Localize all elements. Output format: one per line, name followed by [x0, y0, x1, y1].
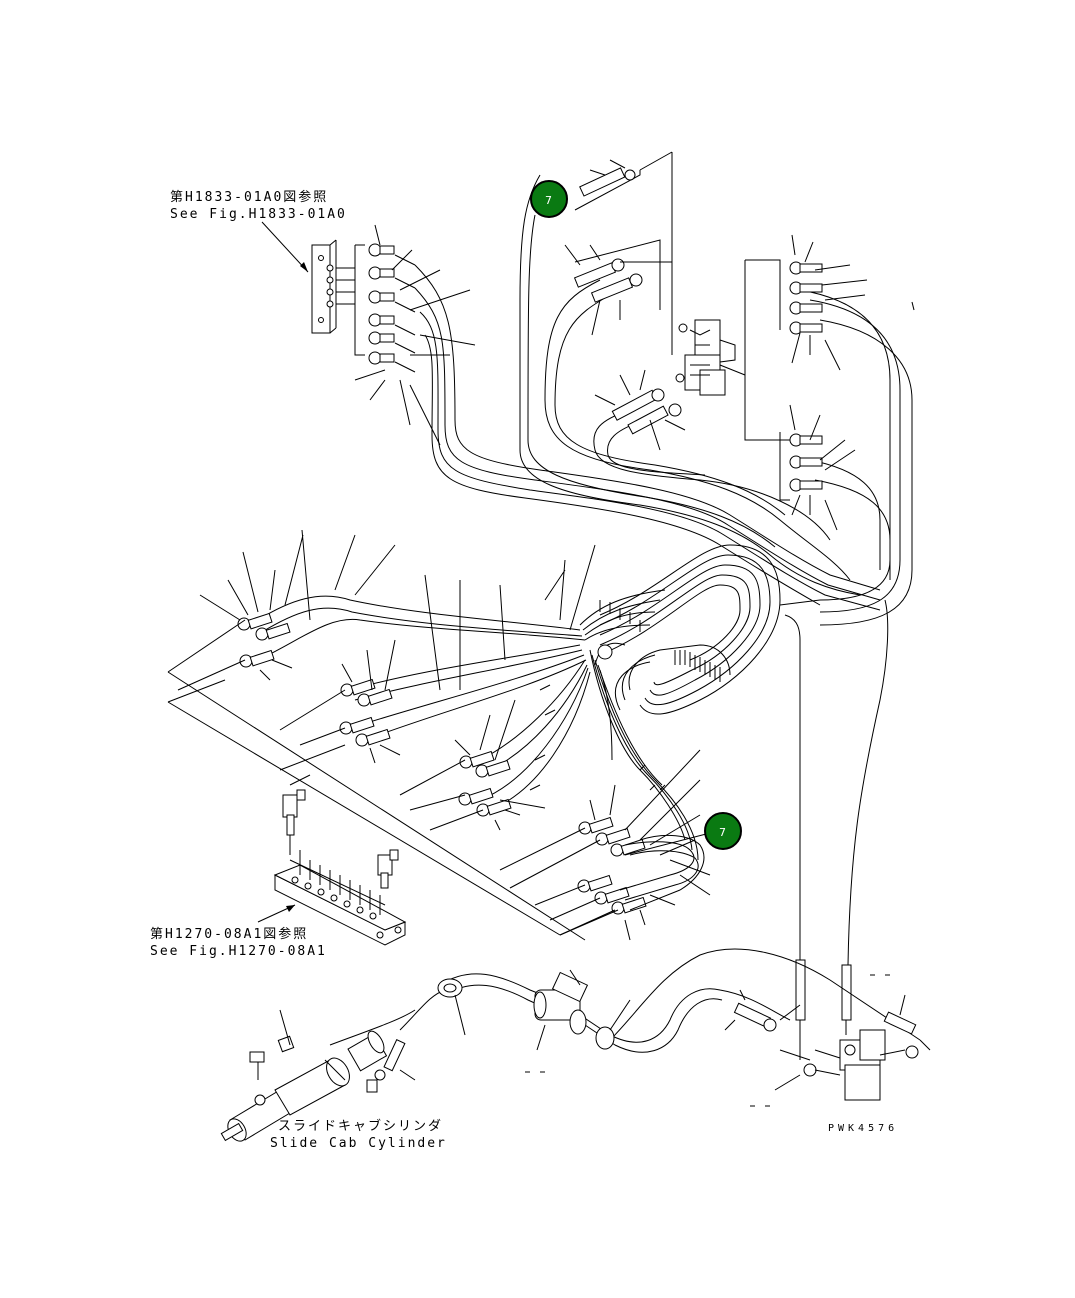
callout-circle-mid[interactable]: [704, 812, 742, 850]
callout-7-top[interactable]: 7: [530, 180, 568, 218]
callout-label-top: 7: [545, 194, 552, 207]
valve-block-top: [675, 319, 790, 441]
fittings-left: [199, 529, 596, 831]
callout-7-mid[interactable]: 7: [704, 812, 742, 850]
reference-top-jp: 第H1833-01A0図参照: [170, 189, 328, 205]
cylinder-label-en: Slide Cab Cylinder: [270, 1136, 447, 1151]
reference-top-en: See Fig.H1833-01A0: [170, 207, 347, 222]
manifold-block-lower: [273, 789, 407, 946]
fittings-lower-right: [577, 749, 711, 941]
manifold-block-top-left: [311, 239, 337, 334]
slide-cab-cylinder: [220, 1009, 416, 1142]
hose-lower: [329, 948, 921, 1053]
hose-vertical-right: [784, 599, 889, 1060]
hose-coil: [599, 544, 781, 715]
callout-label-mid: 7: [719, 826, 726, 839]
fittings-top-left: [336, 224, 476, 446]
hose-bundle-top: [414, 174, 913, 626]
valve-lower-right: [525, 974, 931, 1107]
fittings-top-right: [744, 234, 915, 531]
callout-circle-top[interactable]: [530, 180, 568, 218]
cylinder-label-jp: スライドキャブシリンダ: [278, 1118, 443, 1134]
reference-mid-en: See Fig.H1270-08A1: [150, 944, 327, 959]
reference-top-arrow: [300, 262, 308, 272]
drawing-code: PWK4576: [828, 1123, 898, 1134]
fittings-top-center: [564, 151, 686, 451]
reference-top-leader: [261, 221, 309, 273]
hose-bundle-center: [257, 589, 699, 861]
frame-outline: [167, 619, 619, 941]
reference-mid-jp: 第H1270-08A1図参照: [150, 926, 308, 942]
reference-mid-arrow: [286, 905, 295, 912]
